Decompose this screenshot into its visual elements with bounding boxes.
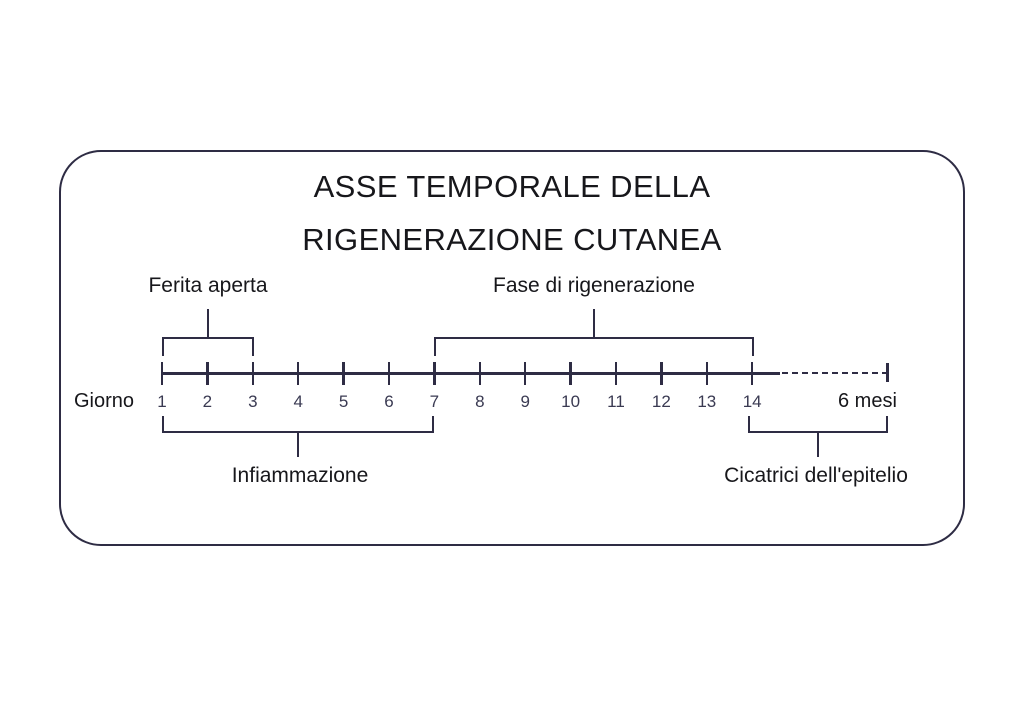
bracket-leg-right <box>251 337 254 356</box>
axis-tick-label: 1 <box>157 392 167 411</box>
bracket-leg-left <box>434 337 437 356</box>
bracket-leg-right <box>431 416 434 431</box>
axis-tick <box>251 362 255 385</box>
axis-tick-label: 6 <box>384 392 394 411</box>
bracket-leg-right <box>885 416 888 431</box>
page-title: ASSE TEMPORALE DELLA RIGENERAZIONE CUTAN… <box>59 160 965 266</box>
timeline-axis-dashed-extension <box>782 372 888 374</box>
diagram-card <box>59 150 965 546</box>
bracket-leg-left <box>748 416 751 431</box>
axis-tick <box>569 362 572 385</box>
axis-tick <box>660 362 663 385</box>
bracket-leg-right <box>751 337 754 356</box>
bracket-stem <box>816 433 820 457</box>
axis-tick <box>705 362 709 385</box>
axis-tick <box>342 362 345 385</box>
axis-tick <box>433 362 436 385</box>
title-line-1: ASSE TEMPORALE DELLA <box>313 169 711 204</box>
bracket-stem <box>592 309 596 337</box>
axis-tick-label: 5 <box>338 392 349 411</box>
axis-tick-label: 9 <box>520 392 530 411</box>
axis-tick-label: 2 <box>202 392 213 411</box>
phase-label-infiammazione: Infiammazione <box>231 464 369 487</box>
axis-tick <box>387 362 391 385</box>
phase-label-fase-rigenerazione: Fase di rigenerazione <box>493 274 695 297</box>
axis-tick-label: 12 <box>651 392 671 411</box>
axis-tick <box>750 362 754 385</box>
axis-tick-label: 11 <box>607 392 625 411</box>
title-line-2: RIGENERAZIONE CUTANEA <box>302 222 722 257</box>
axis-tick <box>478 362 482 385</box>
bracket-bar <box>434 337 754 340</box>
axis-tick-label: 13 <box>697 392 717 411</box>
bracket-bar <box>162 431 434 434</box>
phase-label-cicatrici: Cicatrici dell'epitelio <box>724 464 908 487</box>
axis-tick <box>523 362 527 385</box>
bracket-stem <box>206 309 210 337</box>
axis-tick-label: 7 <box>429 392 440 411</box>
axis-tick-label: 8 <box>475 392 485 411</box>
bracket-stem <box>296 433 300 457</box>
axis-tick <box>160 362 164 385</box>
axis-tick <box>614 362 618 385</box>
timeline-axis <box>162 372 780 375</box>
bracket-bar <box>748 431 888 434</box>
axis-end-label: 6 mesi <box>838 390 897 412</box>
axis-tick <box>296 362 300 385</box>
axis-unit-label: Giorno <box>74 390 135 412</box>
axis-tick-label: 3 <box>248 392 258 411</box>
axis-tick-label: 14 <box>742 392 762 411</box>
bracket-leg-left <box>162 416 165 431</box>
bracket-leg-left <box>162 337 165 356</box>
phase-label-ferita-aperta: Ferita aperta <box>148 274 268 297</box>
bracket-bar <box>162 337 254 340</box>
axis-tick-label: 10 <box>561 392 581 411</box>
timeline-end-cap <box>886 363 889 382</box>
axis-tick <box>206 362 209 385</box>
axis-tick-label: 4 <box>293 392 303 411</box>
